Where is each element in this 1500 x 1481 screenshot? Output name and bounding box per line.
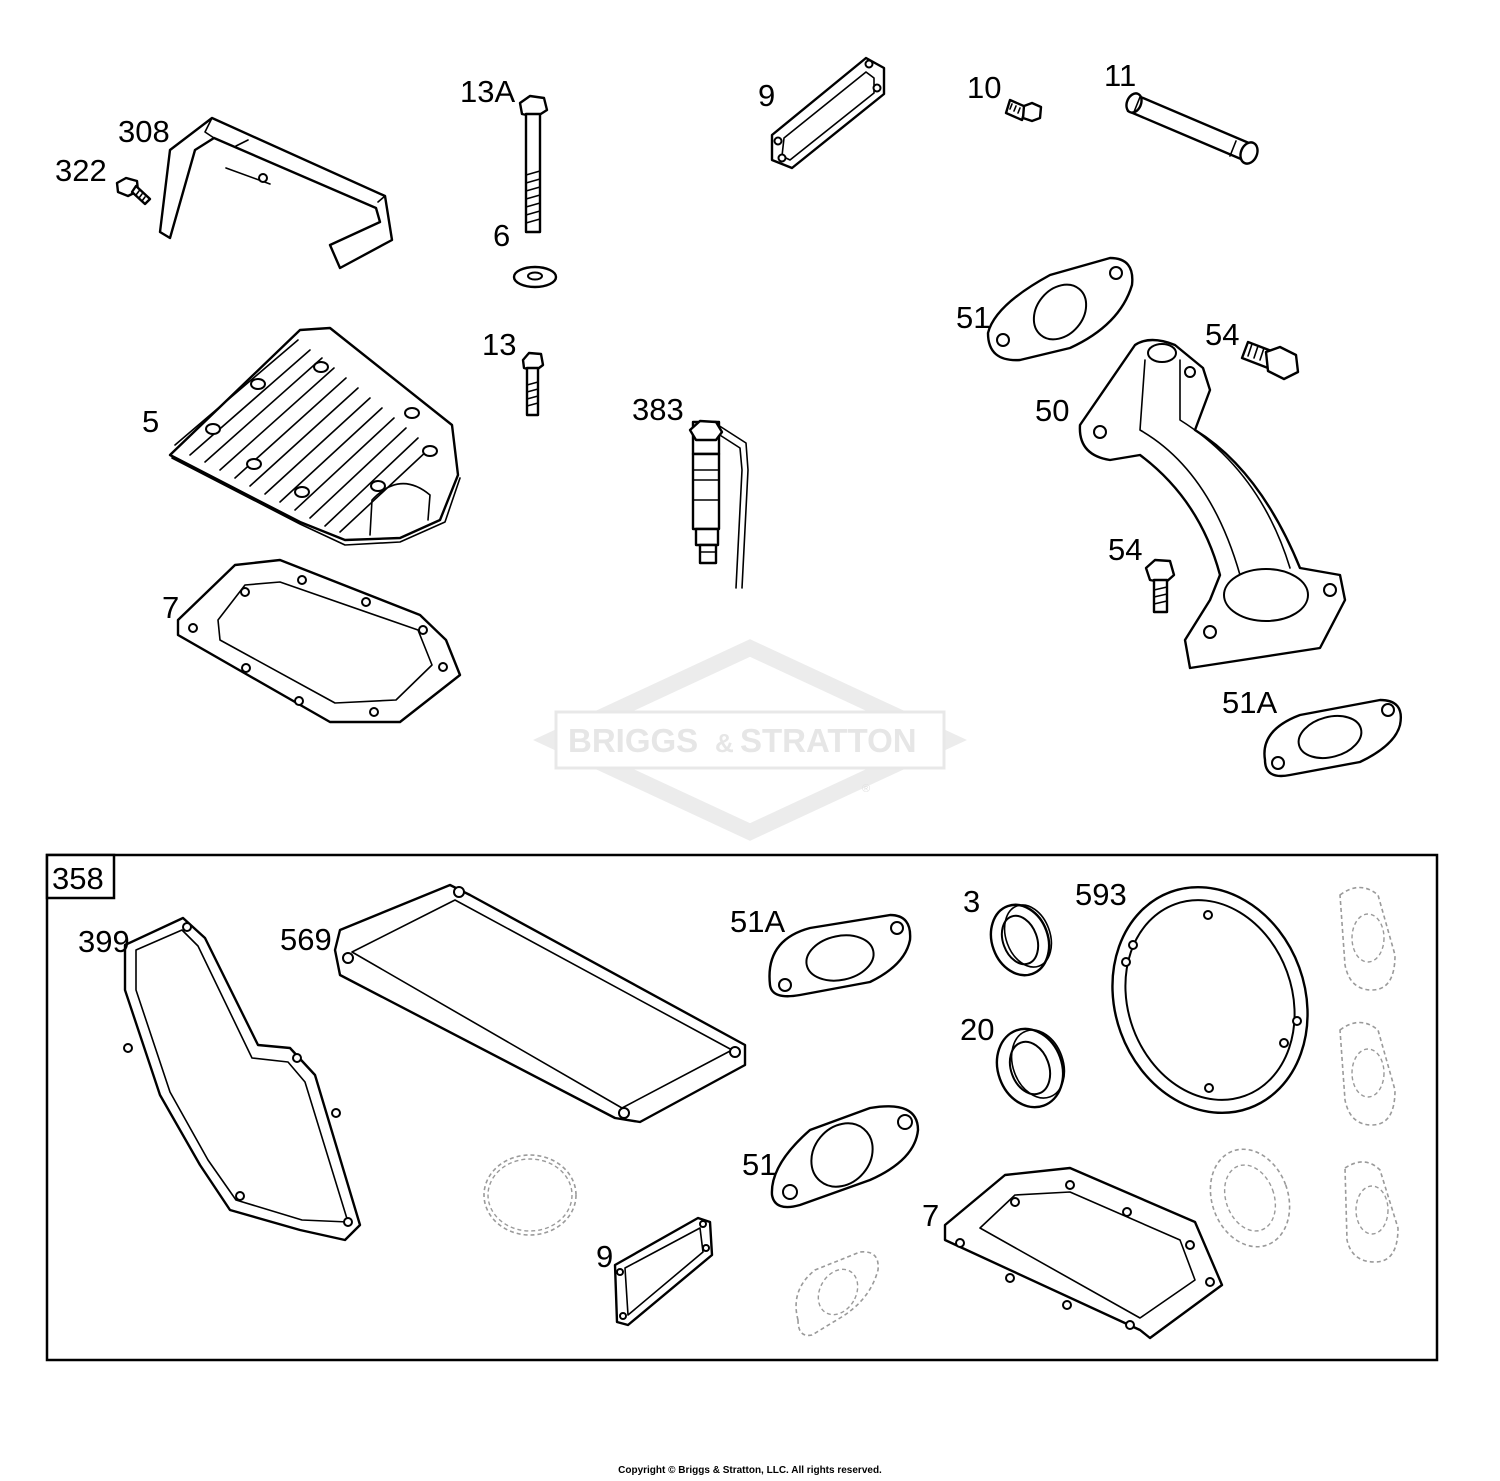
label-7: 7 [162,590,179,625]
part-51-flange-gasket[interactable] [986,256,1134,362]
label-308: 308 [118,114,170,149]
kit-part-3-seal[interactable] [981,897,1059,984]
label-51: 51 [956,300,990,335]
kit-label-51: 51 [742,1147,776,1182]
kit-label-7: 7 [922,1198,939,1233]
part-51A-gasket[interactable] [1263,698,1402,778]
copyright-notice: Copyright © Briggs & Stratton, LLC. All … [618,1465,882,1476]
kit-ghost-ring [483,1154,577,1236]
kit-ghost-gasket-3 [1344,1161,1399,1263]
kit-358-box [45,853,1439,1362]
kit-label-9: 9 [596,1239,613,1274]
part-7-head-gasket[interactable] [176,558,462,724]
label-51A: 51A [1222,685,1277,720]
label-6: 6 [493,218,510,253]
part-308-bracket[interactable] [158,116,394,270]
kit-label-358: 358 [52,861,104,896]
part-5-cylinder-head[interactable] [168,326,461,546]
kit-part-20-seal[interactable] [986,1019,1074,1116]
part-54-bolt-top[interactable] [1240,340,1300,381]
label-11: 11 [1104,58,1136,93]
kit-ghost-gasket-1 [1339,886,1396,991]
kit-label-569: 569 [280,922,332,957]
kit-label-3: 3 [963,884,980,919]
label-322: 322 [55,153,107,188]
kit-part-593-gasket[interactable] [1081,859,1338,1140]
kit-label-20: 20 [960,1012,994,1047]
watermark-registered: ® [862,783,870,795]
part-10-bolt[interactable] [1004,98,1043,123]
kit-part-399-gasket[interactable] [123,916,362,1242]
kit-part-9-gasket[interactable] [613,1216,714,1327]
part-6-washer[interactable] [512,265,558,289]
label-5: 5 [142,404,159,439]
kit-part-51A-gasket[interactable] [768,913,912,998]
label-10: 10 [967,70,1001,105]
kit-part-7-head-gasket[interactable] [943,1166,1224,1340]
label-54-lower: 54 [1108,532,1142,567]
label-50: 50 [1035,393,1069,428]
label-9: 9 [758,78,775,113]
kit-part-569-gasket[interactable] [333,883,747,1124]
watermark-brand-left: BRIGGS [568,722,698,759]
label-54-top: 54 [1205,317,1239,352]
kit-label-399: 399 [78,924,130,959]
part-50-exhaust-elbow[interactable] [1078,338,1347,670]
part-13-bolt[interactable] [521,351,545,417]
part-54-bolt-lower[interactable] [1144,558,1176,614]
briggs-stratton-watermark: BRIGGS & STRATTON ® [533,639,967,841]
part-322-bolt[interactable] [115,176,152,206]
label-13: 13 [482,327,516,362]
part-9-gasket[interactable] [770,56,886,170]
watermark-brand-right: STRATTON [740,722,917,759]
kit-ghost-gasket-2 [1339,1021,1396,1126]
watermark-ampersand: & [715,728,734,758]
kit-part-51-flange-gasket[interactable] [770,1105,920,1209]
kit-label-593: 593 [1075,877,1127,912]
part-11-pin[interactable] [1124,91,1261,166]
kit-label-51A: 51A [730,904,785,939]
kit-ghost-flange [795,1251,879,1337]
label-13A: 13A [460,74,515,109]
part-13A-long-bolt[interactable] [518,94,549,234]
kit-ghost-seal [1209,1148,1291,1248]
part-383-spark-plug[interactable] [688,419,749,589]
label-383: 383 [632,392,684,427]
